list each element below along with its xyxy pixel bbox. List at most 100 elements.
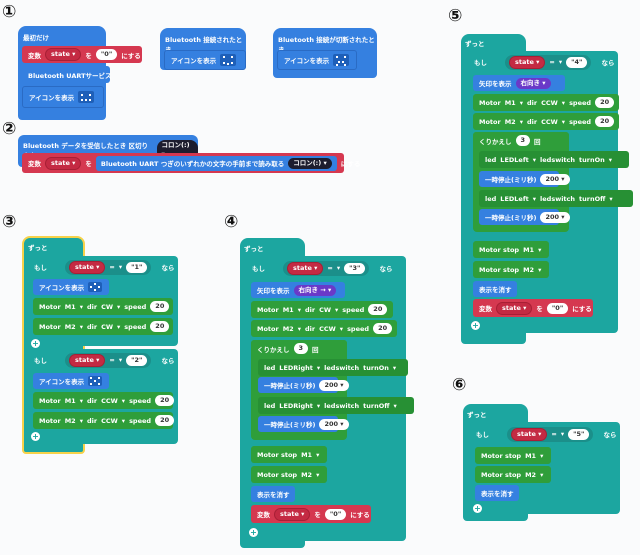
led-pattern-icon[interactable] xyxy=(88,376,103,386)
motor-select[interactable]: M1 xyxy=(301,450,313,459)
led-pattern-icon[interactable] xyxy=(333,54,350,66)
pause-block[interactable]: 一時停止(ミリ秒) 200 ▾ xyxy=(258,377,349,393)
speed-field[interactable]: 20 xyxy=(368,304,388,315)
switch-select[interactable]: turnOn xyxy=(579,155,605,164)
motor-select[interactable]: M1 xyxy=(523,245,535,254)
motor-select[interactable]: M2 xyxy=(282,324,294,333)
var-state-dropdown[interactable]: state ▾ xyxy=(45,156,82,170)
switch-select[interactable]: turnOff xyxy=(579,194,606,203)
motor-select[interactable]: M1 xyxy=(525,451,537,460)
speed-field[interactable]: 20 xyxy=(595,97,615,108)
led-pattern-icon[interactable] xyxy=(78,91,95,103)
add-else-icon[interactable]: + xyxy=(31,339,40,348)
show-icon-block-connected[interactable]: アイコンを表示 xyxy=(164,50,246,70)
motor-stop-m1[interactable]: Motor stop M1▾ xyxy=(251,446,327,463)
var-state-dropdown[interactable]: state ▾ xyxy=(287,261,324,275)
motor-select[interactable]: M1 xyxy=(282,305,294,314)
compare-block[interactable]: state ▾ =▾ "5" xyxy=(507,426,594,442)
clear-screen-block[interactable]: 表示を消す xyxy=(473,281,517,297)
set-state-block[interactable]: 変数 state ▾ を "0" にする xyxy=(251,505,371,523)
pause-ms-field[interactable]: 200 ▾ xyxy=(540,173,570,185)
led-off-block[interactable]: led LEDLeft▾ ledswitch turnOff▾ xyxy=(479,190,633,207)
arrow-direction-dropdown[interactable]: 右向き → ▾ xyxy=(293,284,337,296)
bt-uart-read-block[interactable]: Bluetooth UART つぎのいずれかの文字の手前まで読み取る コロン(:… xyxy=(95,155,337,171)
eq-operator[interactable]: = xyxy=(549,58,555,66)
speed-field[interactable]: 20 xyxy=(595,116,615,127)
set-state-block[interactable]: 変数 state ▾ を "0" にする xyxy=(22,46,142,63)
var-state-dropdown[interactable]: state ▾ xyxy=(509,55,546,69)
value-field[interactable]: "2" xyxy=(126,354,148,366)
led-pattern-icon[interactable] xyxy=(220,54,237,66)
repeat-count-field[interactable]: 3 xyxy=(293,343,309,354)
show-icon-block-disconnected[interactable]: アイコンを表示 xyxy=(277,50,357,70)
switch-select[interactable]: turnOff xyxy=(363,401,390,410)
pause-block[interactable]: 一時停止(ミリ秒) 200 ▾ xyxy=(479,209,570,225)
show-arrow-block[interactable]: 矢印を表示 右向き ▾ xyxy=(473,75,565,91)
value-field[interactable]: "5" xyxy=(568,428,590,440)
motor-select[interactable]: M2 xyxy=(64,322,76,331)
motor-block-m2[interactable]: Motor M2▾ dir CCW▾ speed 20 xyxy=(33,412,175,429)
motor-select[interactable]: M2 xyxy=(301,470,313,479)
dir-select[interactable]: CCW xyxy=(101,416,118,425)
show-arrow-block[interactable]: 矢印を表示 右向き → ▾ xyxy=(251,282,345,298)
motor-block-m2[interactable]: Motor M2▾ dir CCW▾ speed 20 xyxy=(473,113,619,130)
led-pattern-icon[interactable] xyxy=(88,282,103,292)
switch-select[interactable]: turnOn xyxy=(363,363,389,372)
led-select[interactable]: LEDLeft xyxy=(500,155,529,164)
value-field[interactable]: "3" xyxy=(344,262,366,274)
var-state-dropdown[interactable]: state ▾ xyxy=(45,48,82,61)
motor-select[interactable]: M1 xyxy=(504,98,516,107)
motor-block-m1[interactable]: Motor M1▾ dir CCW▾ speed 20 xyxy=(473,94,619,111)
motor-select[interactable]: M2 xyxy=(504,117,516,126)
speed-field[interactable]: 20 xyxy=(155,395,175,406)
pause-ms-field[interactable]: 200 ▾ xyxy=(319,379,349,391)
var-state-dropdown[interactable]: state ▾ xyxy=(274,507,311,521)
add-else-icon[interactable]: + xyxy=(471,321,480,330)
pause-block[interactable]: 一時停止(ミリ秒) 200 ▾ xyxy=(258,416,349,432)
motor-stop-m2[interactable]: Motor stop M2▾ xyxy=(475,466,551,483)
dir-select[interactable]: CW xyxy=(319,305,332,314)
motor-stop-m1[interactable]: Motor stop M1▾ xyxy=(473,241,549,258)
var-state-dropdown[interactable]: state ▾ xyxy=(69,353,106,367)
add-else-icon[interactable]: + xyxy=(473,504,482,513)
speed-field[interactable]: 20 xyxy=(150,301,170,312)
dir-select[interactable]: CCW xyxy=(319,324,336,333)
arrow-direction-dropdown[interactable]: 右向き ▾ xyxy=(515,77,551,89)
add-else-icon[interactable]: + xyxy=(31,432,40,441)
show-icon-block[interactable]: アイコンを表示 xyxy=(33,373,109,389)
motor-stop-m1[interactable]: Motor stop M1▾ xyxy=(475,447,551,464)
motor-stop-m2[interactable]: Motor stop M2▾ xyxy=(473,261,549,278)
led-on-block[interactable]: led LEDLeft▾ ledswitch turnOn▾ xyxy=(479,151,629,168)
show-icon-block[interactable]: アイコンを表示 xyxy=(22,86,104,108)
add-else-icon[interactable]: + xyxy=(249,528,258,537)
var-state-dropdown[interactable]: state ▾ xyxy=(496,301,533,315)
value-field[interactable]: "4" xyxy=(566,56,588,68)
dir-select[interactable]: CCW xyxy=(541,98,558,107)
set-state-read-block[interactable]: 変数 state ▾ を Bluetooth UART つぎのいずれかの文字の手… xyxy=(22,153,360,173)
compare-block[interactable]: state ▾ =▾ "2" xyxy=(65,352,152,368)
motor-block-m1[interactable]: Motor M1▾ dir CW▾ speed 20 xyxy=(33,298,173,315)
eq-operator[interactable]: = xyxy=(551,430,557,438)
eq-operator[interactable]: = xyxy=(109,356,115,364)
motor-stop-m2[interactable]: Motor stop M2▾ xyxy=(251,466,327,483)
value-field[interactable]: "0" xyxy=(95,49,118,60)
eq-operator[interactable]: = xyxy=(327,264,333,272)
repeat-count-field[interactable]: 3 xyxy=(515,135,531,146)
set-state-block[interactable]: 変数 state ▾ を "0" にする xyxy=(473,299,593,317)
var-state-dropdown[interactable]: state ▾ xyxy=(511,427,548,441)
speed-field[interactable]: 20 xyxy=(155,415,175,426)
motor-block-m1[interactable]: Motor M1▾ dir CW▾ speed 20 xyxy=(251,301,393,318)
dir-select[interactable]: CCW xyxy=(541,117,558,126)
dir-select[interactable]: CCW xyxy=(101,396,118,405)
show-icon-block[interactable]: アイコンを表示 xyxy=(33,279,109,295)
motor-select[interactable]: M2 xyxy=(64,416,76,425)
led-select[interactable]: LEDLeft xyxy=(500,194,529,203)
led-on-block[interactable]: led LEDRight▾ ledswitch turnOn▾ xyxy=(258,359,408,376)
clear-screen-block[interactable]: 表示を消す xyxy=(251,486,295,502)
motor-select[interactable]: M2 xyxy=(525,470,537,479)
eq-operator[interactable]: = xyxy=(109,263,115,271)
compare-block[interactable]: state ▾ =▾ "1" xyxy=(65,259,152,275)
motor-block-m2[interactable]: Motor M2▾ dir CCW▾ speed 20 xyxy=(251,320,397,337)
motor-block-m2[interactable]: Motor M2▾ dir CW▾ speed 20 xyxy=(33,318,173,335)
pause-block[interactable]: 一時停止(ミリ秒) 200 ▾ xyxy=(479,171,570,187)
